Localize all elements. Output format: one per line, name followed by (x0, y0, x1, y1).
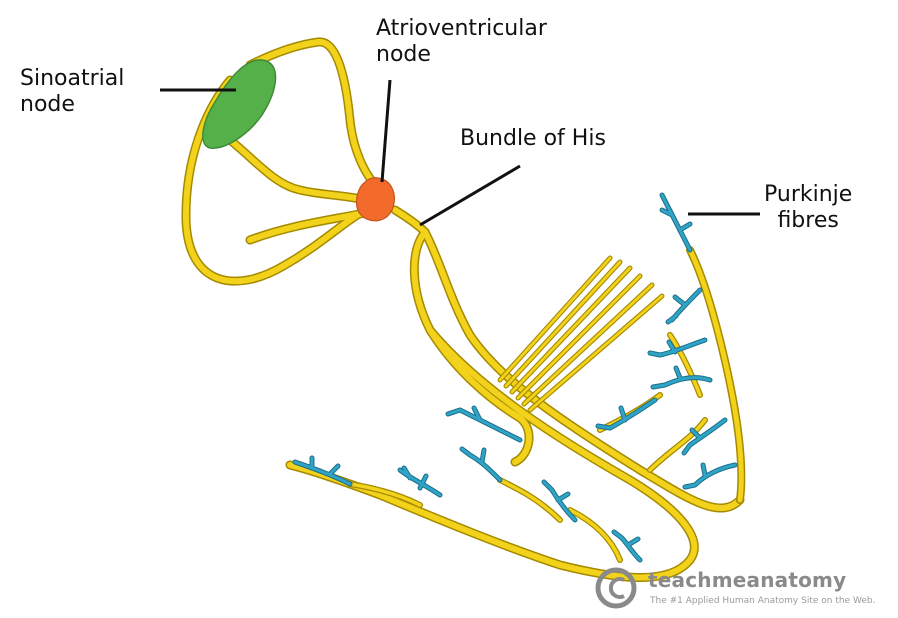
leader-atrioventricular (380, 79, 392, 183)
copyright-icon (595, 567, 637, 609)
leader-bundle (419, 164, 521, 227)
internodal-pathway (227, 137, 368, 203)
label-purkinje-fibres: Purkinje fibres (764, 182, 853, 233)
watermark-name: teachmeanatomy (648, 568, 847, 592)
atrioventricular-node (355, 177, 395, 222)
watermark-tagline: The #1 Applied Human Anatomy Site on the… (650, 596, 876, 606)
atrial-loop (182, 77, 368, 285)
label-atrioventricular-node: Atrioventricular node (376, 16, 547, 67)
sinoatrial-node (202, 59, 277, 149)
leader-lines (160, 79, 760, 227)
label-sinoatrial-node: Sinoatrial node (20, 66, 125, 117)
label-bundle-of-his: Bundle of His (460, 126, 606, 151)
bundle-outline (409, 227, 534, 467)
right-ventricular-trunk (687, 247, 744, 503)
left-bundle-branch (287, 327, 698, 581)
bachmann-pathway (247, 39, 381, 191)
right-bundle-branch (422, 229, 743, 511)
bundle-of-his-trunk (411, 229, 532, 465)
conduction-pathway (181, 37, 746, 582)
purkinje-fibres (292, 192, 738, 563)
